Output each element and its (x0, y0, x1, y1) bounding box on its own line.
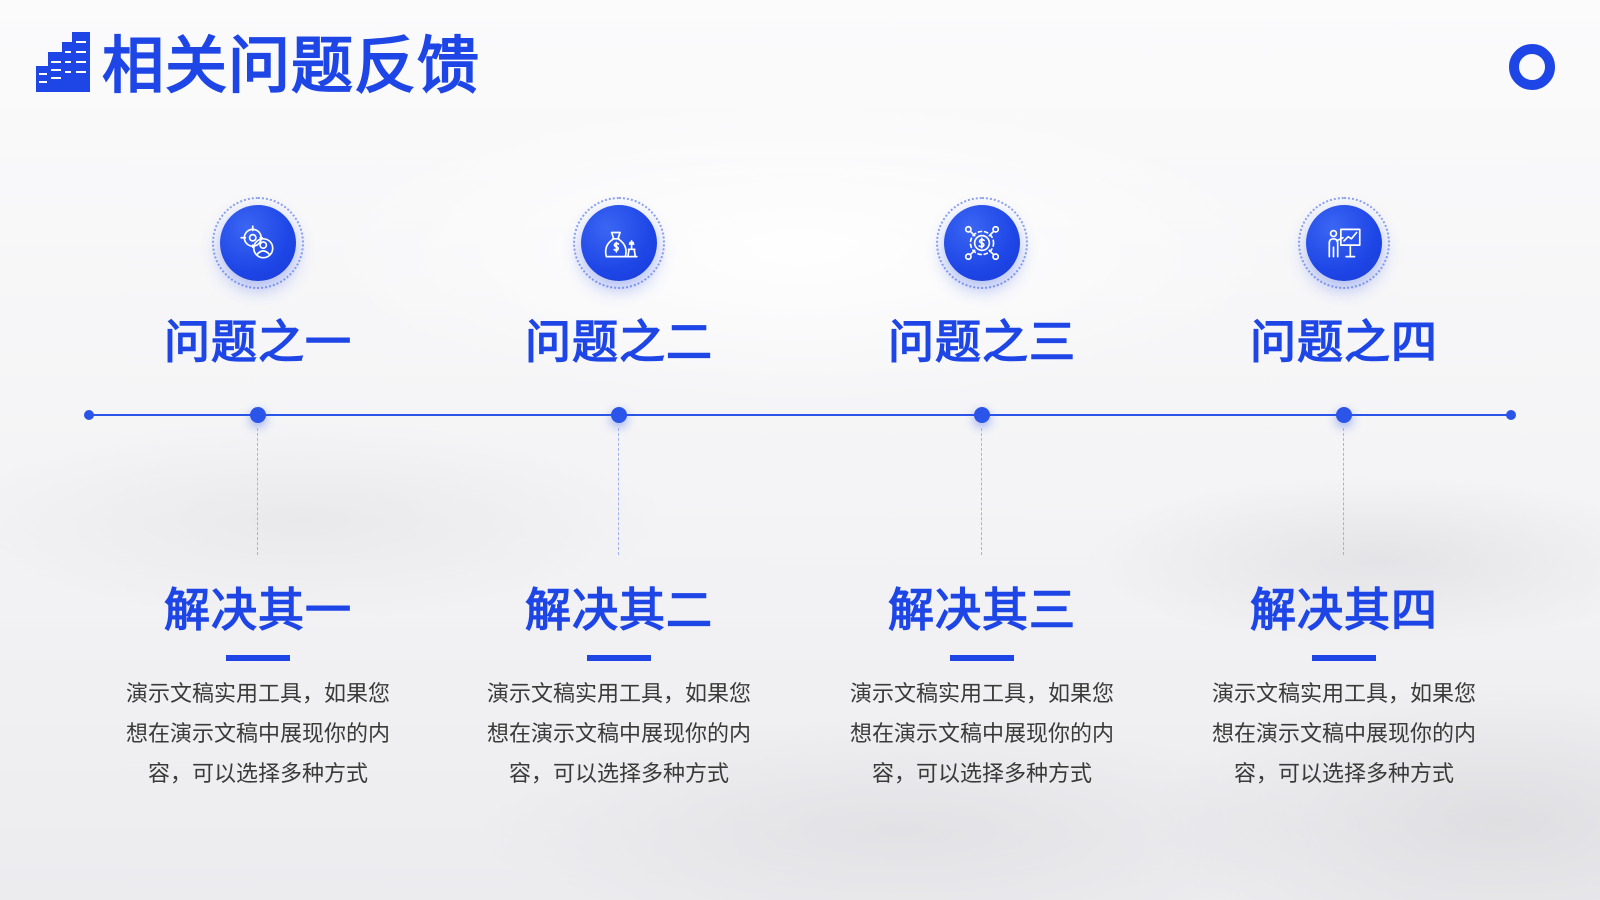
issue-column-2: 问题之二 解决其二 演示文稿实用工具，如果您想在演示文稿中展现你的内容，可以选择… (469, 0, 769, 900)
timeline-end-dot (1506, 410, 1516, 420)
accent-bar (226, 655, 290, 661)
icon-ring (936, 197, 1028, 289)
timeline-start-dot (84, 410, 94, 420)
description-text: 演示文稿实用工具，如果您想在演示文稿中展现你的内容，可以选择多种方式 (849, 682, 1114, 787)
solution-heading: 解决其四 (1250, 583, 1438, 637)
connector-line (618, 428, 619, 555)
description-text: 演示文稿实用工具，如果您想在演示文稿中展现你的内容，可以选择多种方式 (1211, 682, 1476, 787)
icon-ring (212, 197, 304, 289)
icon-ring (573, 197, 665, 289)
timeline-dot (611, 407, 627, 423)
target-user-icon (220, 205, 296, 281)
page-title: 相关问题反馈 (102, 29, 481, 102)
description-text: 演示文稿实用工具，如果您想在演示文稿中展现你的内容，可以选择多种方式 (125, 682, 390, 787)
timeline-dot (974, 407, 990, 423)
solution-heading: 解决其一 (164, 583, 352, 637)
problem-heading: 问题之四 (1250, 315, 1438, 369)
timeline-line (89, 414, 1511, 416)
accent-bar (1312, 655, 1376, 661)
problem-heading: 问题之三 (888, 315, 1076, 369)
solution-heading: 解决其三 (888, 583, 1076, 637)
problem-heading: 问题之一 (164, 315, 352, 369)
connector-line (1343, 428, 1344, 555)
solution-heading: 解决其二 (525, 583, 713, 637)
description-text: 演示文稿实用工具，如果您想在演示文稿中展现你的内容，可以选择多种方式 (486, 682, 751, 787)
timeline-dot (1336, 407, 1352, 423)
issue-column-4: 问题之四 解决其四 演示文稿实用工具，如果您想在演示文稿中展现你的内容，可以选择… (1194, 0, 1494, 900)
connector-line (981, 428, 982, 555)
money-bag-chess-icon (581, 205, 657, 281)
issue-column-3: 问题之三 解决其三 演示文稿实用工具，如果您想在演示文稿中展现你的内容，可以选择… (832, 0, 1132, 900)
connector-line (257, 428, 258, 555)
issue-column-1: 问题之一 解决其一 演示文稿实用工具，如果您想在演示文稿中展现你的内容，可以选择… (108, 0, 408, 900)
building-chart-icon (36, 32, 90, 92)
ring-icon (1509, 44, 1555, 90)
icon-ring (1298, 197, 1390, 289)
accent-bar (950, 655, 1014, 661)
accent-bar (587, 655, 651, 661)
problem-heading: 问题之二 (525, 315, 713, 369)
timeline-dot (250, 407, 266, 423)
dollar-network-icon (944, 205, 1020, 281)
presentation-chart-icon (1306, 205, 1382, 281)
